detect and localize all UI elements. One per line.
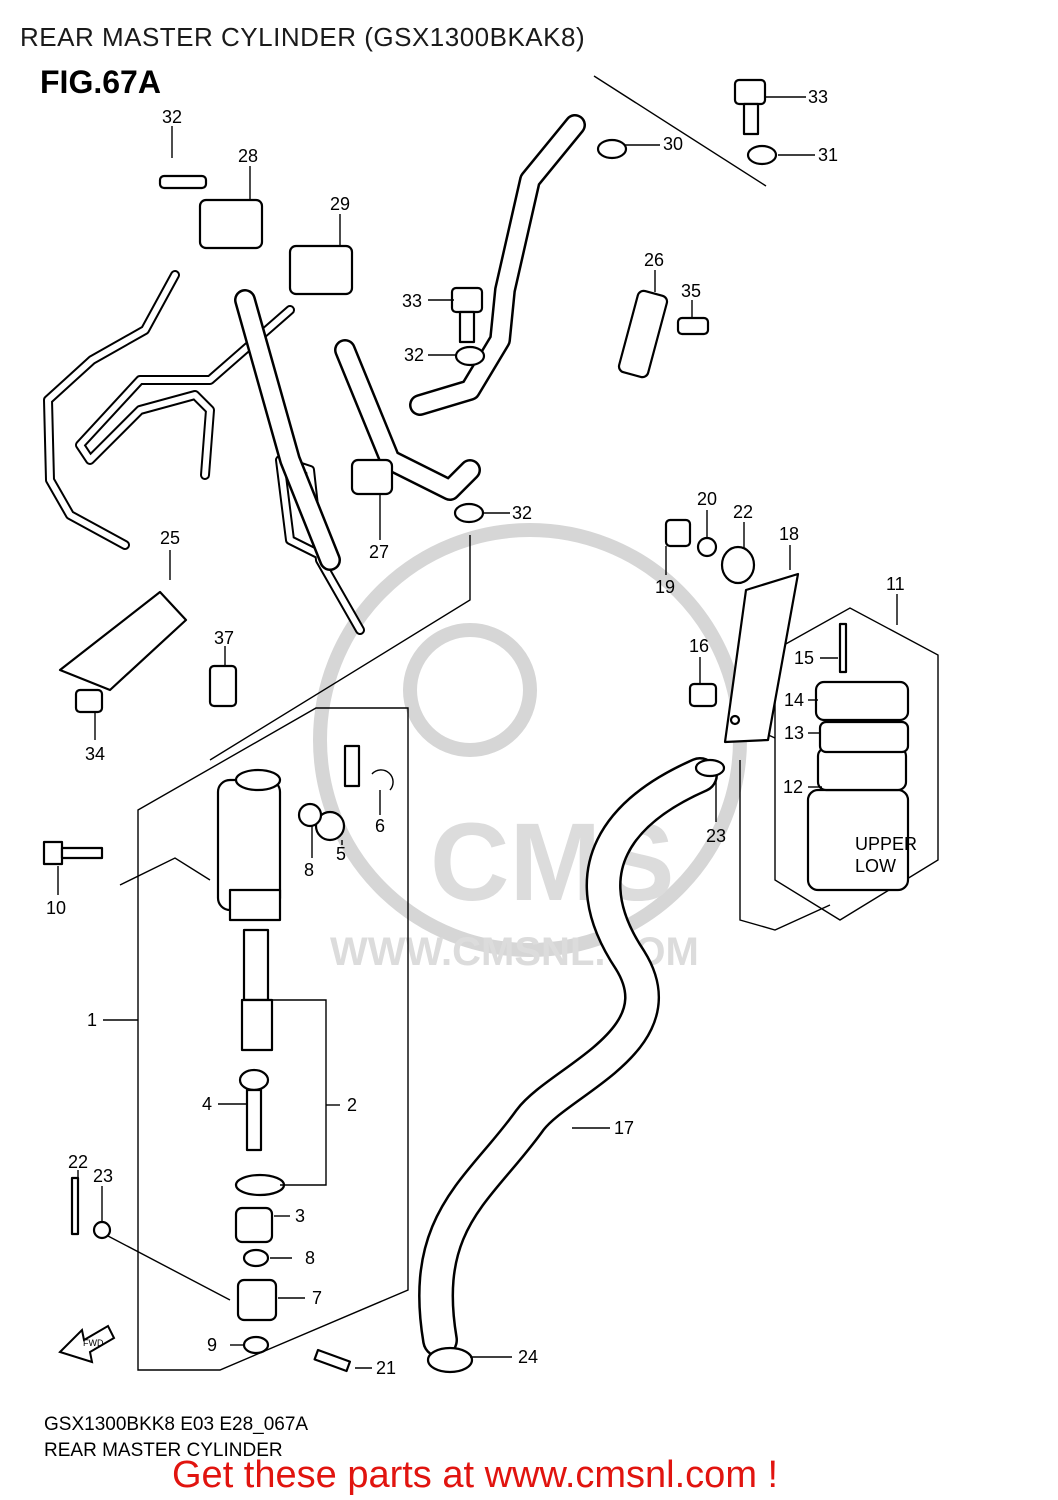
callout: 34 <box>85 744 105 764</box>
callout: 16 <box>689 636 709 656</box>
callout: 32 <box>512 503 532 523</box>
callout: 33 <box>402 291 422 311</box>
callout: 13 <box>784 723 804 743</box>
master-cylinder <box>42 744 394 1373</box>
callout: 37 <box>214 628 234 648</box>
reservoir: UPPER LOW <box>723 572 917 892</box>
fwd-arrow-icon: FWD <box>58 1324 116 1364</box>
fwd-label: FWD <box>83 1338 104 1348</box>
cta-link[interactable]: Get these parts at www.cmsnl.com ! <box>172 1454 779 1496</box>
leader-lines <box>57 96 898 1369</box>
callout: 7 <box>312 1288 322 1308</box>
callout: 32 <box>162 107 182 127</box>
callout: 23 <box>93 1166 113 1186</box>
callout: 26 <box>644 250 664 270</box>
brake-lines <box>43 114 586 635</box>
callout-numbers: 32 28 29 33 30 31 33 32 32 26 35 27 25 3… <box>46 87 905 1378</box>
figure-label: FIG.67A <box>40 64 161 100</box>
footer-code: GSX1300BKK8 E03 E28_067A <box>44 1414 309 1435</box>
callout: 4 <box>202 1094 212 1114</box>
callout: 14 <box>784 690 804 710</box>
callout: 30 <box>663 134 683 154</box>
callout: 1 <box>87 1010 97 1030</box>
callout: 9 <box>207 1335 217 1355</box>
callout: 27 <box>369 542 389 562</box>
callout: 11 <box>886 574 905 594</box>
reservoir-upper-label: UPPER <box>855 834 917 854</box>
callout: 24 <box>518 1347 538 1367</box>
reservoir-hose <box>418 757 718 1358</box>
callout: 10 <box>46 898 66 918</box>
footer-name: REAR MASTER CYLINDER <box>44 1440 283 1461</box>
watermark: CMS WWW.CMSNL.COM <box>313 523 747 974</box>
fasteners <box>58 78 778 1374</box>
callout: 21 <box>376 1358 396 1378</box>
callout: 5 <box>336 844 346 864</box>
callout: 18 <box>779 524 799 544</box>
callout: 17 <box>614 1118 634 1138</box>
reservoir-lower-label: LOW <box>855 856 896 876</box>
callout: 6 <box>375 816 385 836</box>
callout: 15 <box>794 648 814 668</box>
callout: 8 <box>304 860 314 880</box>
callout: 33 <box>808 87 828 107</box>
callout: 28 <box>238 146 258 166</box>
callout: 31 <box>818 145 838 165</box>
callout: 25 <box>160 528 180 548</box>
page-title: REAR MASTER CYLINDER (GSX1300BKAK8) <box>20 22 586 52</box>
callout: 22 <box>68 1152 88 1172</box>
callout: 8 <box>305 1248 315 1268</box>
callout: 23 <box>706 826 726 846</box>
callout: 2 <box>347 1095 357 1115</box>
callout: 22 <box>733 502 753 522</box>
callout: 12 <box>783 777 803 797</box>
callout: 32 <box>404 345 424 365</box>
callout: 19 <box>655 577 675 597</box>
callout: 29 <box>330 194 350 214</box>
callout: 35 <box>681 281 701 301</box>
assembly-frames <box>119 75 939 1371</box>
callout: 20 <box>697 489 717 509</box>
callout: 3 <box>295 1206 305 1226</box>
